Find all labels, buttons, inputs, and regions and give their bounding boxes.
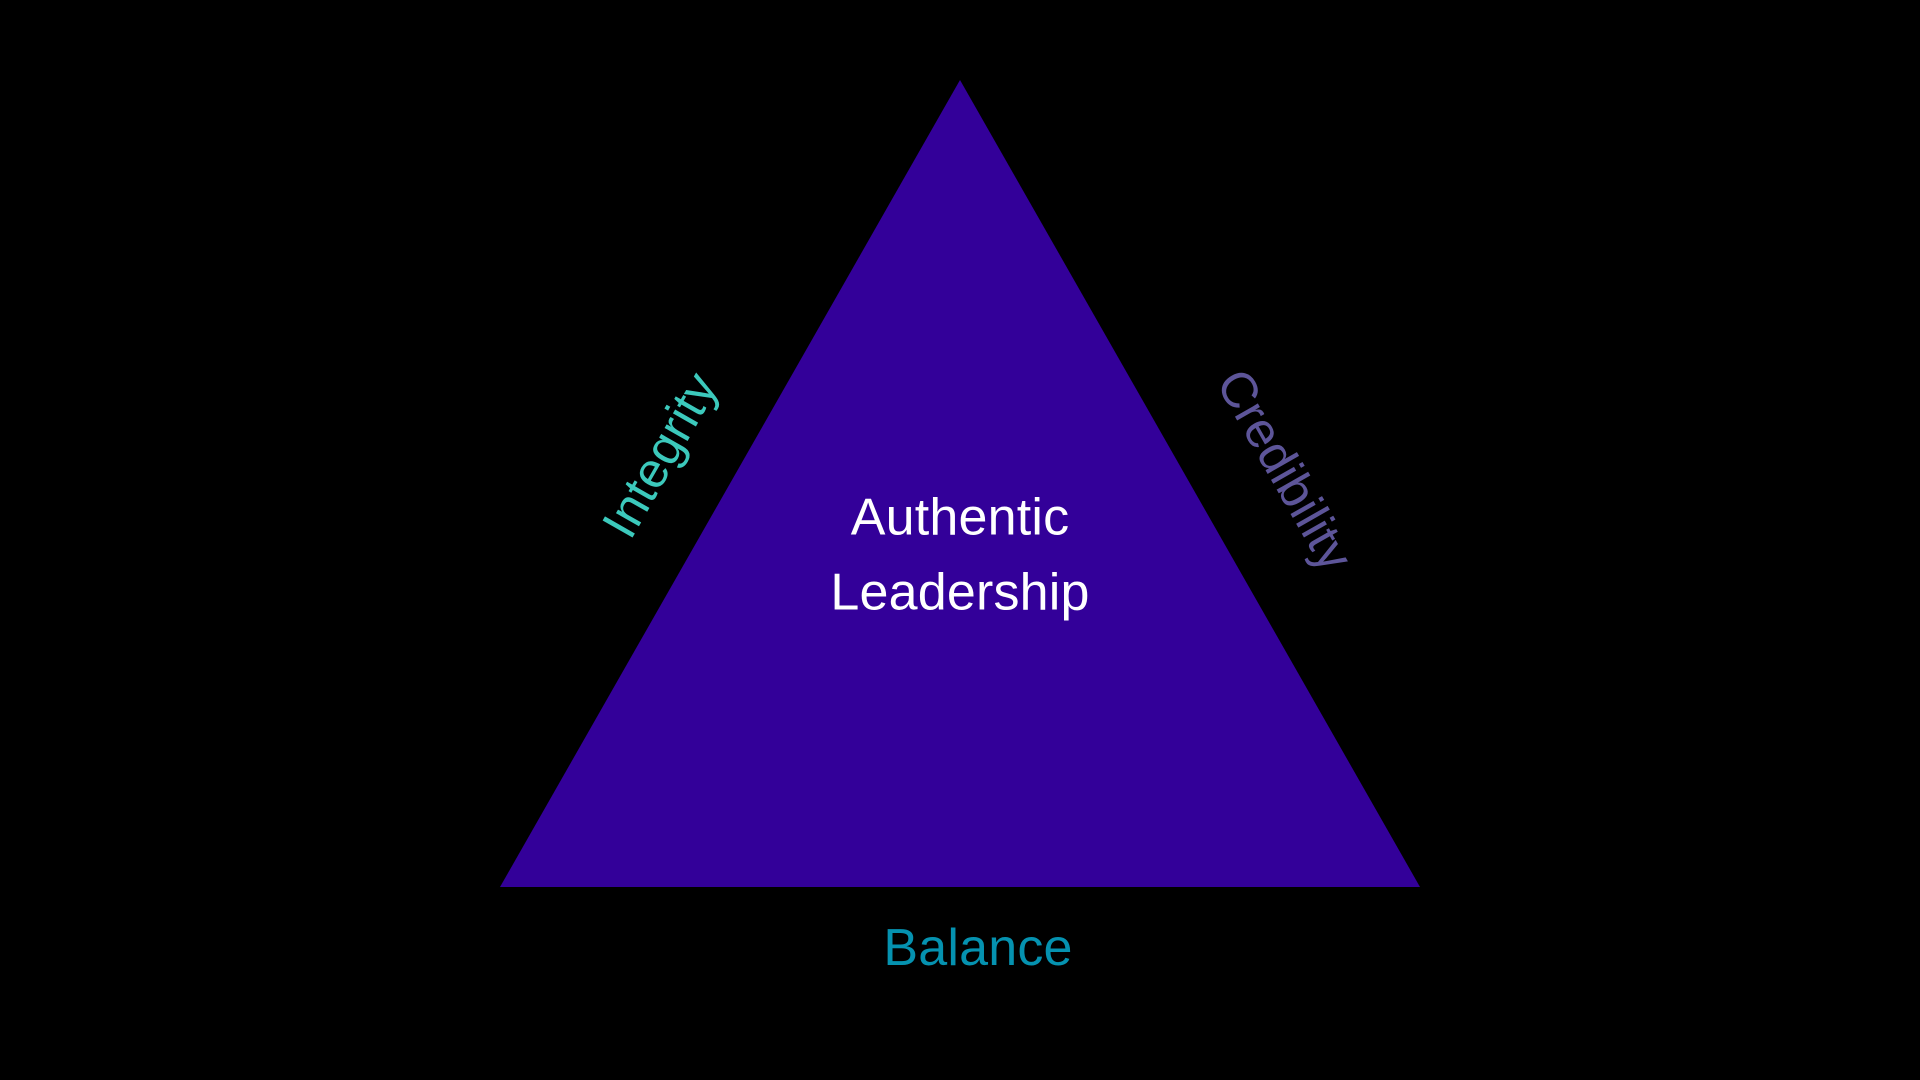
edge-label-balance: Balance: [883, 919, 1073, 977]
triangle-shape: [500, 80, 1420, 887]
